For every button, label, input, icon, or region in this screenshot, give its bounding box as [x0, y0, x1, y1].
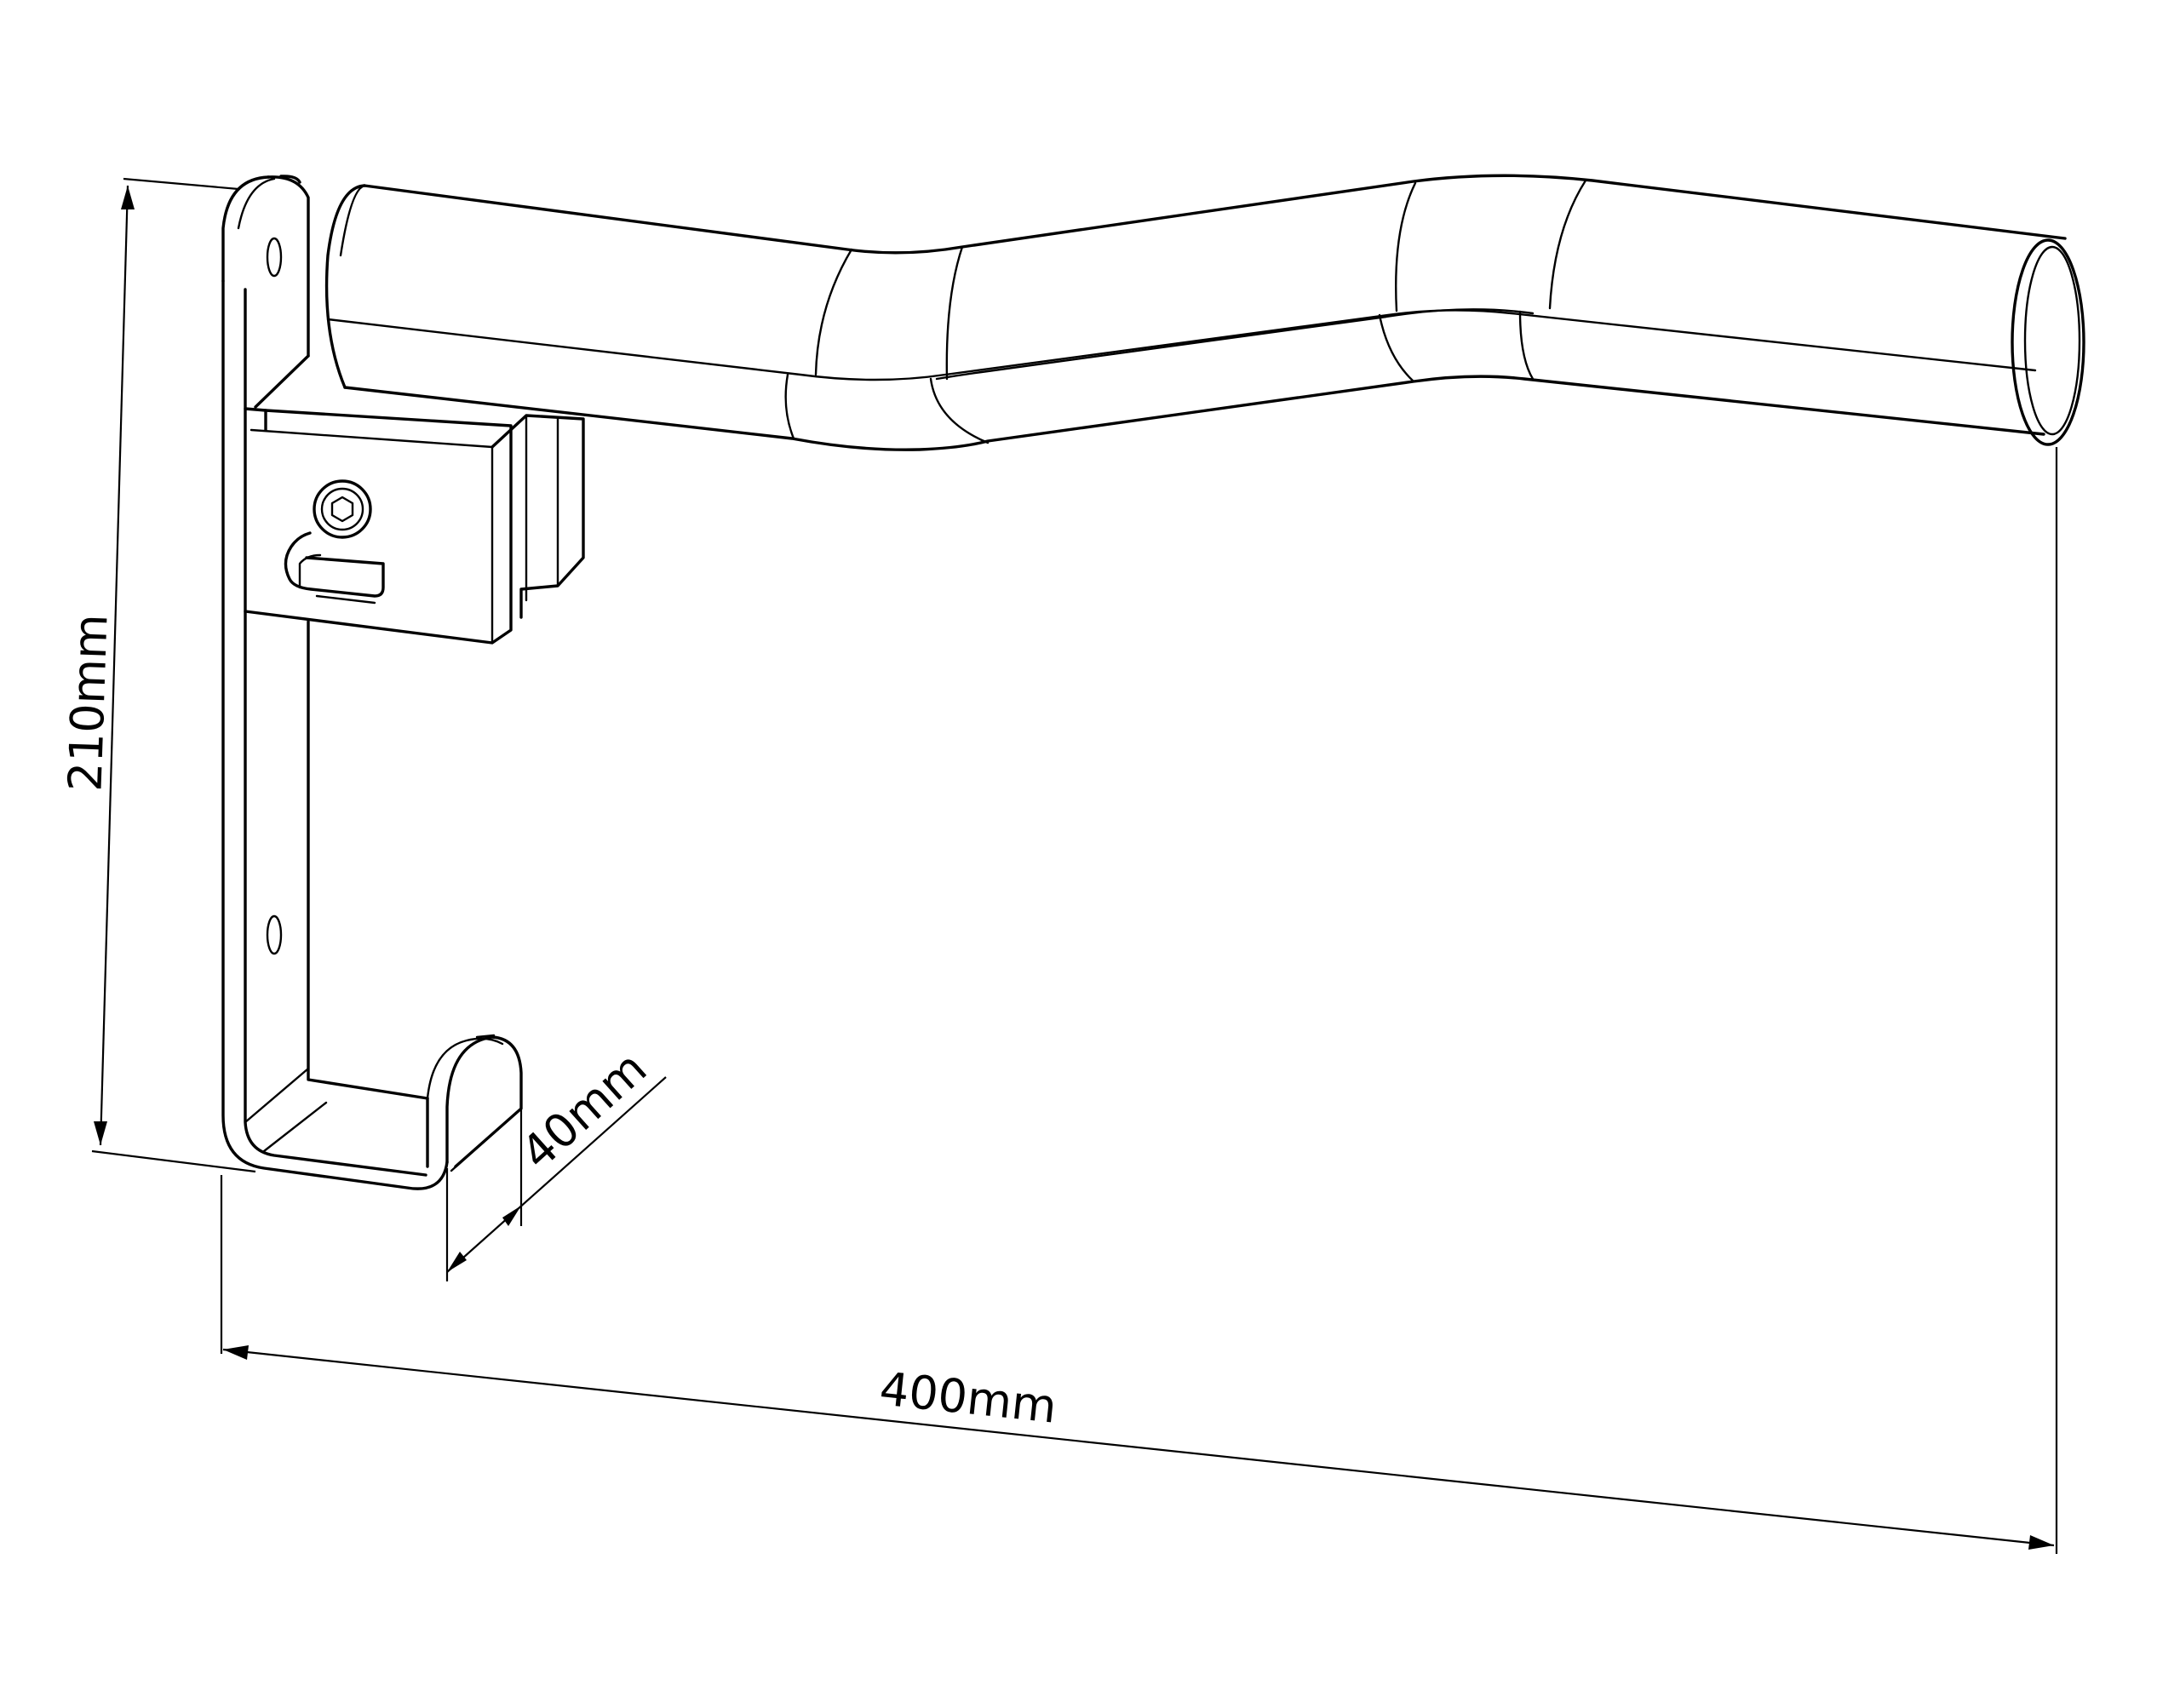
dimension-depth: [445, 1076, 667, 1281]
dimension-height: [91, 177, 256, 1173]
dimension-length: [220, 447, 2058, 1554]
tube-arm: [324, 174, 2085, 451]
lower-mounting-hole: [266, 914, 283, 955]
height-dimension-label: 210mm: [58, 613, 118, 792]
bolt-head: [313, 479, 372, 539]
bottom-hook: [426, 1034, 523, 1172]
clamp-block: [244, 354, 585, 645]
wall-plate: [221, 175, 449, 1190]
tube-end-cap: [2011, 238, 2085, 446]
upper-mounting-hole: [266, 237, 283, 278]
depth-dimension-label: 40mm: [511, 1041, 657, 1180]
hex-socket-icon: [330, 496, 354, 523]
